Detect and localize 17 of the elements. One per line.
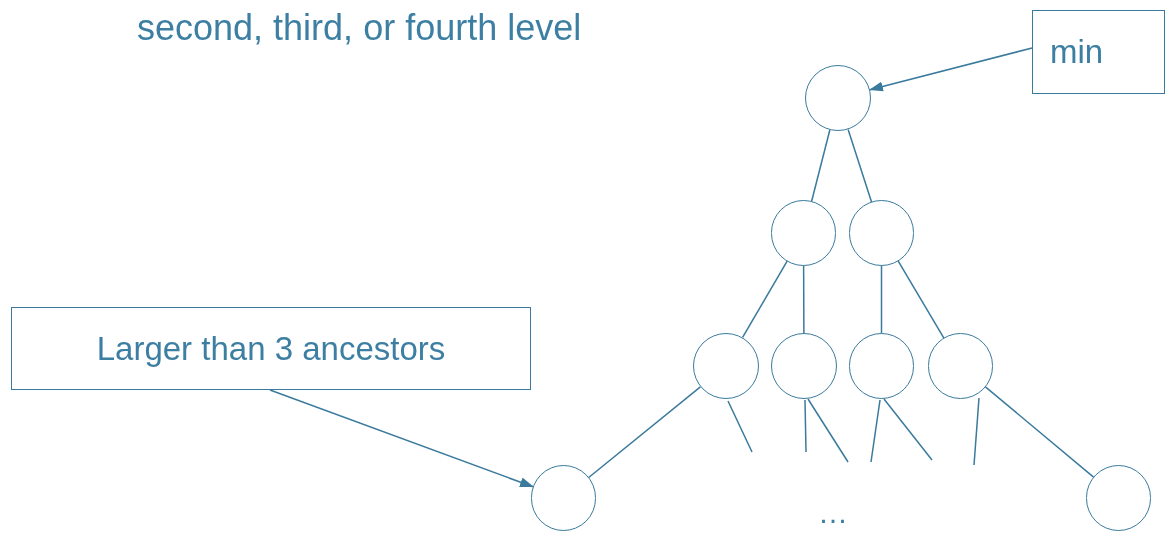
tree-line <box>802 264 805 334</box>
tree-line <box>804 399 807 453</box>
tree-line <box>880 264 883 335</box>
tree-line <box>870 399 881 463</box>
tree-line <box>973 397 980 466</box>
ellipsis-label: … <box>818 495 848 531</box>
arrow <box>869 47 1033 92</box>
tree-line <box>807 398 849 463</box>
text-box: Larger than 3 ancestors <box>11 307 531 390</box>
tree-line <box>727 400 753 453</box>
tree-line <box>588 386 702 479</box>
tree-line <box>984 386 1095 478</box>
tree-line <box>883 398 933 461</box>
title: second, third, or fourth level <box>137 6 582 50</box>
tree-line <box>741 260 788 339</box>
text-box: min <box>1032 10 1165 94</box>
tree-line <box>897 260 945 339</box>
